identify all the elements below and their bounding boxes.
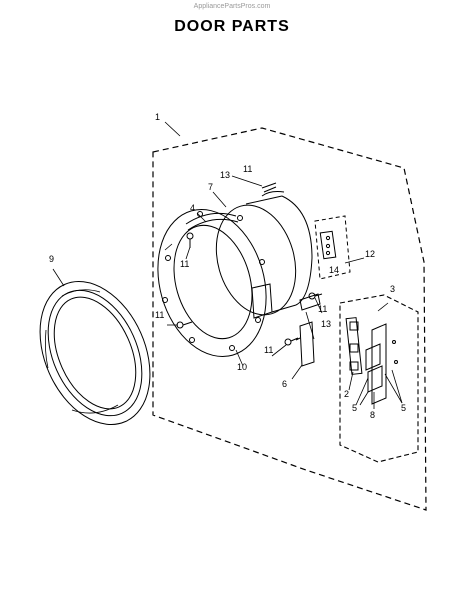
callout-14: 14 [329,265,339,275]
callout-11-top: 11 [243,164,252,174]
callout-4: 4 [190,203,195,213]
callout-1: 1 [155,112,160,122]
callout-11-right: 11 [318,304,327,314]
inner-bezel [185,212,239,231]
callout-12: 12 [365,249,375,259]
callout-5-right: 5 [401,403,406,413]
assembly-outline [152,127,427,511]
callout-2: 2 [344,389,349,399]
leader-lines [52,121,403,409]
page-title: DOOR PARTS [174,18,290,35]
callout-13-top: 13 [220,170,230,180]
callout-3: 3 [390,284,395,294]
door-outer-ring [39,281,151,425]
callout-9: 9 [49,254,54,264]
callout-6: 6 [282,379,287,389]
callout-5-left: 5 [352,403,357,413]
hinge-bracket [251,283,321,367]
callout-13-lower: 13 [321,319,331,329]
hinge-group-outline [339,294,419,463]
latch-bracket [319,230,337,260]
screws [176,182,323,346]
callout-11-bottom: 11 [264,345,273,355]
callout-11-left: 11 [180,259,189,269]
latch-group-outline [314,215,351,280]
hinge-parts [345,317,398,405]
callout-7: 7 [208,182,213,192]
callout-11-lower-left: 11 [155,310,164,320]
callout-10: 10 [237,362,247,372]
callout-labels: 1 13 11 7 4 11 9 12 14 3 11 11 13 11 10 … [49,112,406,420]
watermark: AppliancePartsPros.com [193,3,271,10]
door-inner-cylinder [215,191,313,316]
callout-8: 8 [370,410,375,420]
door-trim-ring [157,208,267,358]
